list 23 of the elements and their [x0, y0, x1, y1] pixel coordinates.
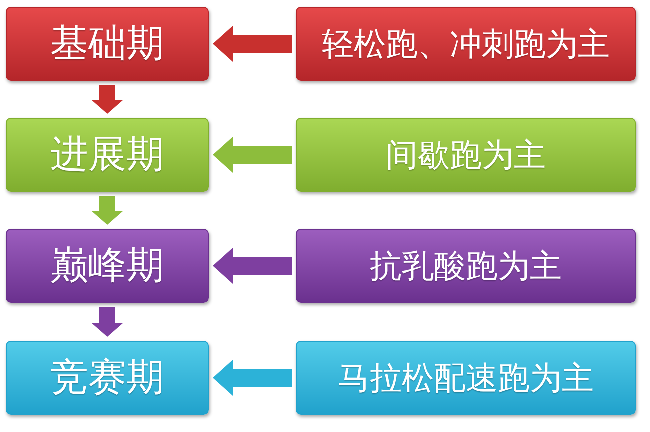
process-box [296, 118, 636, 192]
training-label: 抗乳酸跑为主 [370, 248, 562, 284]
phase-label: 竞赛期 [50, 356, 164, 400]
process-box [296, 7, 636, 81]
process-box [296, 341, 636, 415]
arrow [92, 85, 124, 114]
training-label: 轻松跑、冲刺跑为主 [322, 26, 610, 62]
process-box [6, 7, 209, 81]
phase-label: 基础期 [50, 22, 164, 66]
arrow [213, 137, 292, 173]
arrow [92, 196, 124, 225]
arrow [92, 307, 124, 337]
arrow [213, 248, 292, 284]
process-box [6, 118, 209, 192]
process-box [296, 229, 636, 303]
phase-label: 进展期 [50, 133, 164, 177]
training-label: 间歇跑为主 [386, 136, 546, 174]
arrow [213, 360, 292, 396]
process-box [6, 341, 209, 415]
training-label: 马拉松配速跑为主 [338, 360, 594, 396]
process-box [6, 229, 209, 303]
arrow [213, 26, 292, 62]
phase-label: 巅峰期 [50, 244, 164, 288]
